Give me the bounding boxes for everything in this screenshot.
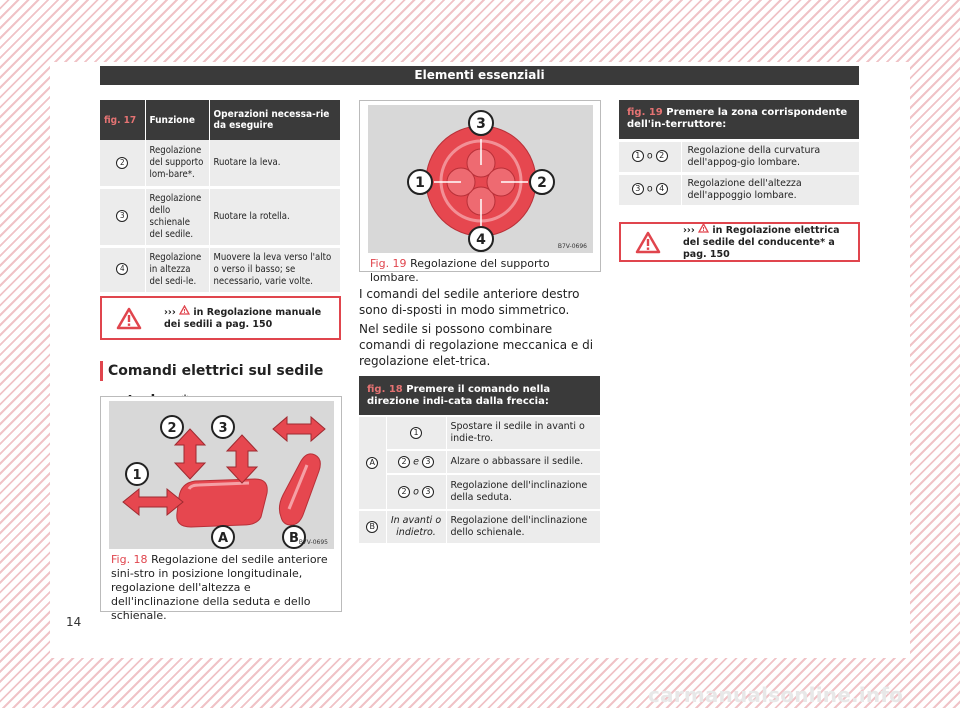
table-header-text: Premere la zona corrispondente dell'in-t… — [627, 107, 848, 131]
table-fig-label: fig. 19 — [627, 107, 663, 119]
fig18-label-B: B — [289, 531, 299, 546]
fig18-label-2: 2 — [167, 421, 176, 436]
number-badge: 2 — [398, 455, 411, 468]
conjunction: o — [413, 486, 419, 498]
fig18-label-3: 3 — [218, 421, 227, 436]
table-fig18: fig. 18 Premere il comando nella direzio… — [359, 376, 601, 545]
warning-link[interactable]: in Regolazione elettrica del sedile del … — [683, 225, 840, 260]
table-fig-label: fig. 18 — [367, 383, 403, 395]
figure-19-image: 3 1 2 4 B7V-0696 — [368, 105, 593, 253]
letter-badge: A — [366, 456, 379, 469]
page-number: 14 — [66, 615, 82, 629]
table-header: fig. 18 Premere il comando nella direzio… — [359, 376, 601, 417]
table-cell: Regolazione dello schienale del sedile. — [145, 187, 210, 248]
table-cell: Regolazione del supporto lom-bare*. — [145, 140, 210, 189]
conjunction: e — [413, 456, 419, 468]
number-badge: 4 — [655, 183, 668, 196]
link-arrows: ››› — [683, 225, 695, 236]
warning-small-icon — [178, 304, 191, 315]
number-badge: 1 — [631, 150, 644, 163]
table-cell: Spostare il sedile in avanti o indie-tro… — [446, 416, 601, 451]
link-arrows: ››› — [164, 307, 176, 318]
warning-link[interactable]: in Regolazione manuale dei sedili a pag.… — [164, 307, 322, 330]
fig18-label-1: 1 — [132, 468, 141, 483]
letter-badge: B — [366, 520, 379, 533]
table-col-function: Funzione — [145, 100, 210, 140]
table-cell: Alzare o abbassare il sedile. — [446, 450, 601, 475]
table-row: 2 e 3 Alzare o abbassare il sedile. — [359, 450, 601, 475]
figure-18: 1 2 3 A B B7V-0695 Fig. 18 Regolazione d… — [100, 396, 342, 622]
table-cell: Regolazione della curvatura dell'appog-g… — [681, 140, 860, 175]
number-badge: 2 — [116, 156, 129, 169]
figure-caption-text: Regolazione del supporto lombare. — [370, 257, 550, 284]
table-row: 2 o 3 Regolazione dell'inclinazione dell… — [359, 474, 601, 511]
table-cell: Muovere la leva verso l'alto o verso il … — [209, 246, 341, 295]
table-header: fig. 19 Premere la zona corrispondente d… — [619, 100, 860, 142]
table-col-operations: Operazioni necessa-rie da eseguire — [209, 100, 341, 140]
fig19-label-3: 3 — [476, 116, 486, 132]
conjunction: o — [646, 183, 653, 195]
number-badge: 2 — [655, 150, 668, 163]
number-badge: 3 — [421, 455, 434, 468]
table-cell: In avanti o indietro. — [386, 510, 447, 545]
number-badge: 3 — [421, 485, 434, 498]
table-row: 3 o 4 Regolazione dell'altezza dell'appo… — [619, 173, 860, 208]
table-cell: Ruotare la leva. — [209, 140, 341, 189]
paragraph: Nel sedile si possono combinare comandi … — [359, 322, 594, 368]
table-cell: Regolazione dell'inclinazione della sedu… — [446, 474, 601, 511]
table-fig17: fig. 17 Funzione Operazioni necessa-rie … — [100, 100, 341, 295]
warning-icon — [116, 307, 142, 329]
conjunction: o — [646, 150, 653, 162]
number-badge: 3 — [631, 183, 644, 196]
figure-caption-text: Regolazione del sedile anteriore sini-st… — [111, 553, 328, 622]
watermark: carmanualsonline.info — [648, 683, 904, 707]
table-row: A 1 Spostare il sedile in avanti o indie… — [359, 416, 601, 511]
table-row: 4 Regolazione in altezza del sedi-le. Mu… — [100, 246, 341, 295]
figure-18-image: 1 2 3 A B B7V-0695 — [109, 401, 334, 549]
number-badge: 3 — [116, 210, 129, 223]
figure-caption: Fig. 18 Regolazione del sedile anteriore… — [111, 553, 333, 623]
figure-ref: B7V-0696 — [557, 243, 587, 250]
figure-caption: Fig. 19 Regolazione del supporto lombare… — [370, 257, 592, 285]
table-cell: Ruotare la rotella. — [209, 187, 341, 248]
table-row: 2 Regolazione del supporto lom-bare*. Ru… — [100, 140, 341, 189]
table-fig-label: fig. 17 — [100, 100, 146, 140]
section-title: Comandi elettrici sul sedile anteriore* — [100, 356, 341, 409]
number-badge: 2 — [398, 485, 411, 498]
figure-caption-label: Fig. 18 — [111, 553, 148, 566]
table-row: B In avanti o indietro. Regolazione dell… — [359, 510, 601, 545]
fig19-label-4: 4 — [476, 232, 486, 248]
paragraph: I comandi del sedile anteriore destro so… — [359, 287, 580, 317]
figure-ref: B7V-0695 — [298, 539, 328, 546]
fig19-label-1: 1 — [415, 175, 425, 191]
table-fig19: fig. 19 Premere la zona corrispondente d… — [619, 100, 860, 208]
warning-small-icon — [697, 222, 710, 233]
warning-box: ››› in Regolazione manuale dei sedili a … — [100, 296, 341, 340]
fig18-label-A: A — [218, 531, 228, 546]
figure-19: 3 1 2 4 B7V-0696 Fig. 19 Regolazione del… — [359, 100, 601, 284]
table-cell: Regolazione dell'inclinazione dello schi… — [446, 510, 601, 545]
fig19-label-2: 2 — [537, 175, 547, 191]
page-header: Elementi essenziali — [100, 66, 859, 85]
table-cell: Regolazione in altezza del sedi-le. — [145, 246, 210, 295]
warning-icon — [635, 231, 661, 253]
figure-caption-label: Fig. 19 — [370, 257, 407, 270]
warning-box: ››› in Regolazione elettrica del sedile … — [619, 222, 860, 262]
table-cell: Regolazione dell'altezza dell'appoggio l… — [681, 173, 860, 208]
table-header-text: Premere il comando nella direzione indi-… — [367, 383, 551, 407]
number-badge: 1 — [410, 426, 422, 439]
table-row: 3 Regolazione dello schienale del sedile… — [100, 187, 341, 248]
table-row: 1 o 2 Regolazione della curvatura dell'a… — [619, 140, 860, 175]
number-badge: 4 — [116, 263, 129, 276]
